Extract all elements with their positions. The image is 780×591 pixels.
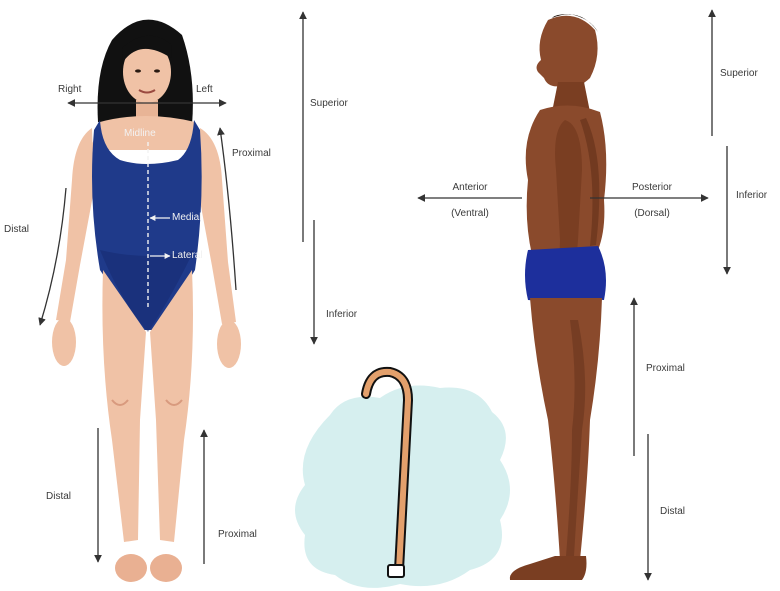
side-view-man <box>510 14 606 580</box>
front-view-woman <box>52 20 241 582</box>
label-distal-leg-side: Distal <box>660 506 685 518</box>
label-proximal-arm-front: Proximal <box>232 148 271 160</box>
man-head <box>537 16 598 88</box>
man-briefs <box>525 246 606 301</box>
label-anterior: Anterior <box>440 182 500 194</box>
man-legs <box>530 298 602 560</box>
label-right: Right <box>58 84 81 96</box>
label-dorsal: (Dorsal) <box>622 208 682 220</box>
label-left: Left <box>196 84 213 96</box>
label-lateral: Lateral <box>172 250 203 262</box>
label-distal-arm-front: Distal <box>4 224 29 236</box>
label-superior-front: Superior <box>310 98 348 110</box>
label-superior-side: Superior <box>720 68 758 80</box>
label-posterior: Posterior <box>622 182 682 194</box>
label-proximal-leg-front: Proximal <box>218 529 257 541</box>
label-inferior-side: Inferior <box>736 190 767 202</box>
label-distal-leg-front: Distal <box>46 491 71 503</box>
label-ventral: (Ventral) <box>440 208 500 220</box>
man-foot <box>510 556 587 580</box>
label-midline: Midline <box>124 128 156 140</box>
label-proximal-leg-side: Proximal <box>646 363 685 375</box>
woman-left-foot <box>150 554 182 582</box>
label-medial: Medial <box>172 212 201 224</box>
woman-left-hand <box>217 320 241 368</box>
woman-right-hand <box>52 318 76 366</box>
woman-right-foot <box>115 554 147 582</box>
label-inferior-front: Inferior <box>326 309 357 321</box>
woman-left-arm <box>198 128 236 324</box>
